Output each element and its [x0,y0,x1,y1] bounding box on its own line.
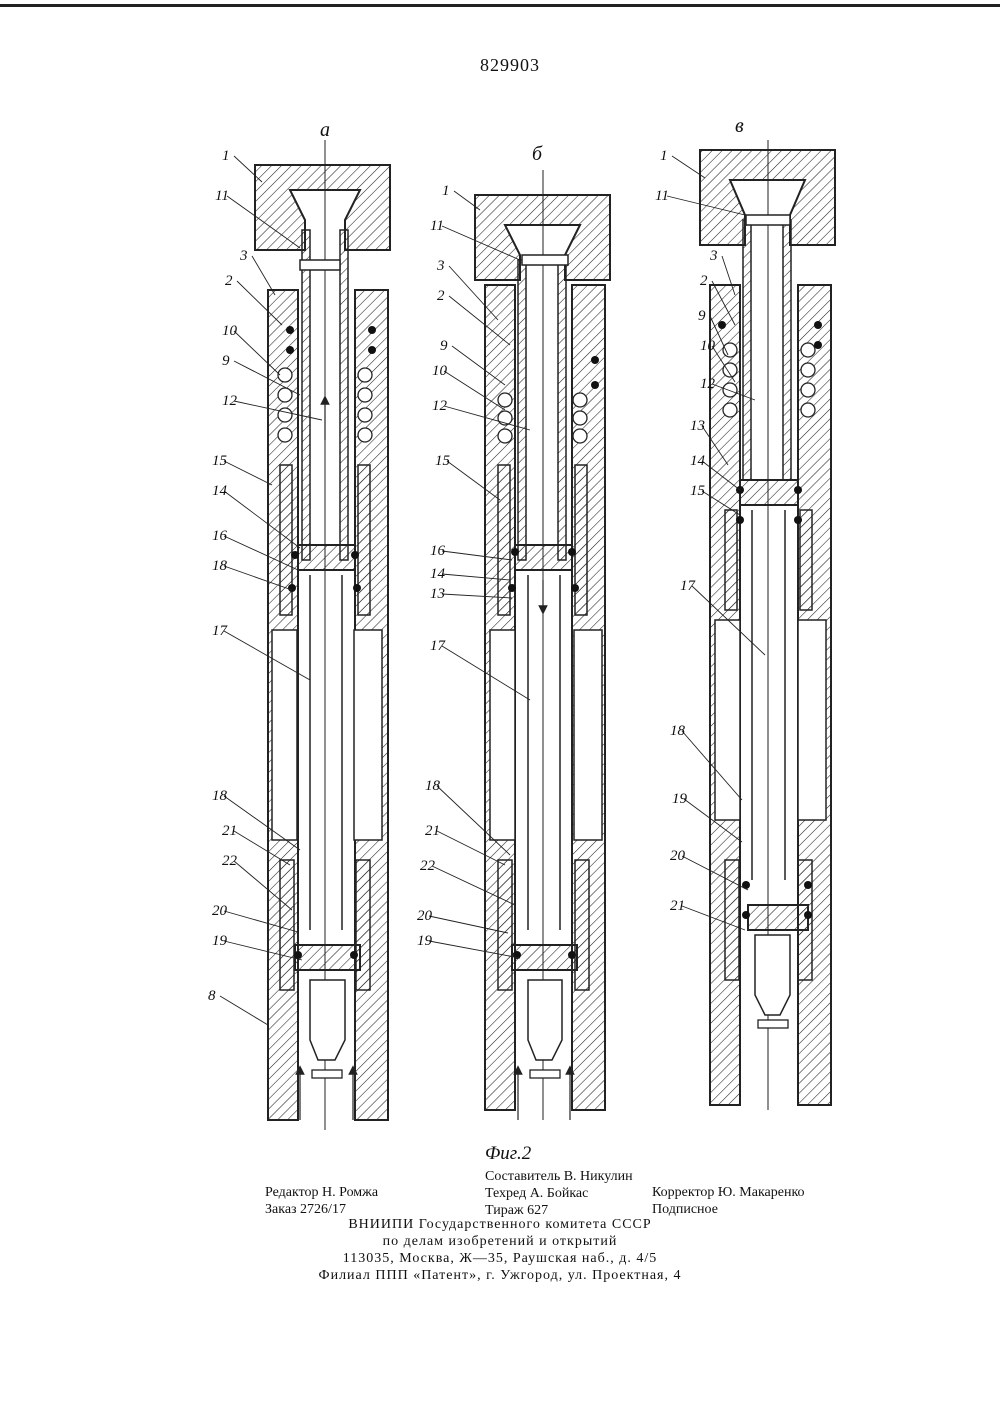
part-number-label: 18 [212,558,228,574]
part-number-label: 18 [425,778,441,794]
part-number-label: 11 [655,188,669,204]
part-number-label: 13 [690,418,705,434]
part-number-label: 2 [437,288,445,304]
part-number-label: 18 [670,723,686,739]
callout-leader [220,996,268,1025]
part-number-label: 17 [680,578,697,594]
part-number-label: 21 [425,823,440,839]
top-rule [0,4,1000,7]
callout-leader [224,461,272,485]
part-number-label: 10 [432,363,448,379]
figure-caption: Фиг.2 [485,1143,531,1165]
part-number-label: 19 [212,933,228,949]
part-number-label: 16 [212,528,228,544]
part-number-label: 21 [670,898,685,914]
part-number-label: 3 [709,248,718,264]
part-number-label: 8 [208,988,216,1004]
part-number-label: 14 [430,566,446,582]
part-number-label: 20 [212,903,228,919]
part-number-label: 15 [435,453,451,469]
part-number-label: 12 [432,398,448,414]
view-a: а [255,120,390,1130]
part-number-label: 20 [670,848,686,864]
techred: Техред А. Бойкас [485,1185,633,1202]
part-number-label: 15 [212,453,228,469]
view-b: б [475,143,610,1120]
view-c: в [700,120,835,1110]
callout-leader [252,256,275,295]
view-a-letter: а [320,120,330,141]
part-number-label: 9 [698,308,706,324]
part-number-label: 17 [212,623,229,639]
corrector: Корректор Ю. Макаренко [652,1184,805,1201]
part-number-label: 2 [225,273,233,289]
part-number-label: 22 [420,858,436,874]
part-number-label: 16 [430,543,446,559]
part-number-label: 21 [222,823,237,839]
part-number-label: 9 [440,338,448,354]
order: Заказ 2726/17 [265,1201,378,1218]
org-line-3: 113035, Москва, Ж—35, Раушская наб., д. … [0,1251,1000,1267]
view-c-letter: в [735,120,744,137]
imprint-left: Редактор Н. Ромжа Заказ 2726/17 [265,1184,378,1218]
part-number-label: 2 [700,273,708,289]
figure-2-drawing: а б [0,120,1000,1140]
view-b-letter: б [532,143,543,165]
imprint-right: Корректор Ю. Макаренко Подписное [652,1184,805,1218]
part-number-label: 3 [239,248,248,264]
part-number-label: 19 [672,791,688,807]
patent-number: 829903 [450,55,570,76]
part-number-label: 15 [690,483,706,499]
imprint-middle: Составитель В. Никулин Техред А. Бойкас … [485,1168,633,1219]
org-line-2: по делам изобретений и открытий [0,1234,1000,1250]
part-number-label: 11 [215,188,229,204]
compiler: Составитель В. Никулин [485,1168,633,1185]
part-number-label: 22 [222,853,238,869]
part-number-label: 10 [222,323,238,339]
org-line-1: ВНИИПИ Государственного комитета СССР [0,1217,1000,1233]
part-number-label: 11 [430,218,444,234]
part-number-label: 1 [442,183,450,199]
part-number-label: 1 [222,148,230,164]
part-number-label: 13 [430,586,445,602]
part-number-label: 9 [222,353,230,369]
part-number-label: 17 [430,638,447,654]
part-number-label: 3 [436,258,445,274]
part-number-label: 19 [417,933,433,949]
part-number-label: 20 [417,908,433,924]
branch-line: Филиал ППП «Патент», г. Ужгород, ул. Про… [0,1268,1000,1284]
part-number-label: 10 [700,338,716,354]
subscription: Подписное [652,1201,805,1218]
editor: Редактор Н. Ромжа [265,1184,378,1201]
part-number-label: 12 [222,393,238,409]
part-number-label: 1 [660,148,668,164]
part-number-label: 14 [690,453,706,469]
part-number-label: 18 [212,788,228,804]
part-number-label: 12 [700,376,716,392]
part-number-label: 14 [212,483,228,499]
